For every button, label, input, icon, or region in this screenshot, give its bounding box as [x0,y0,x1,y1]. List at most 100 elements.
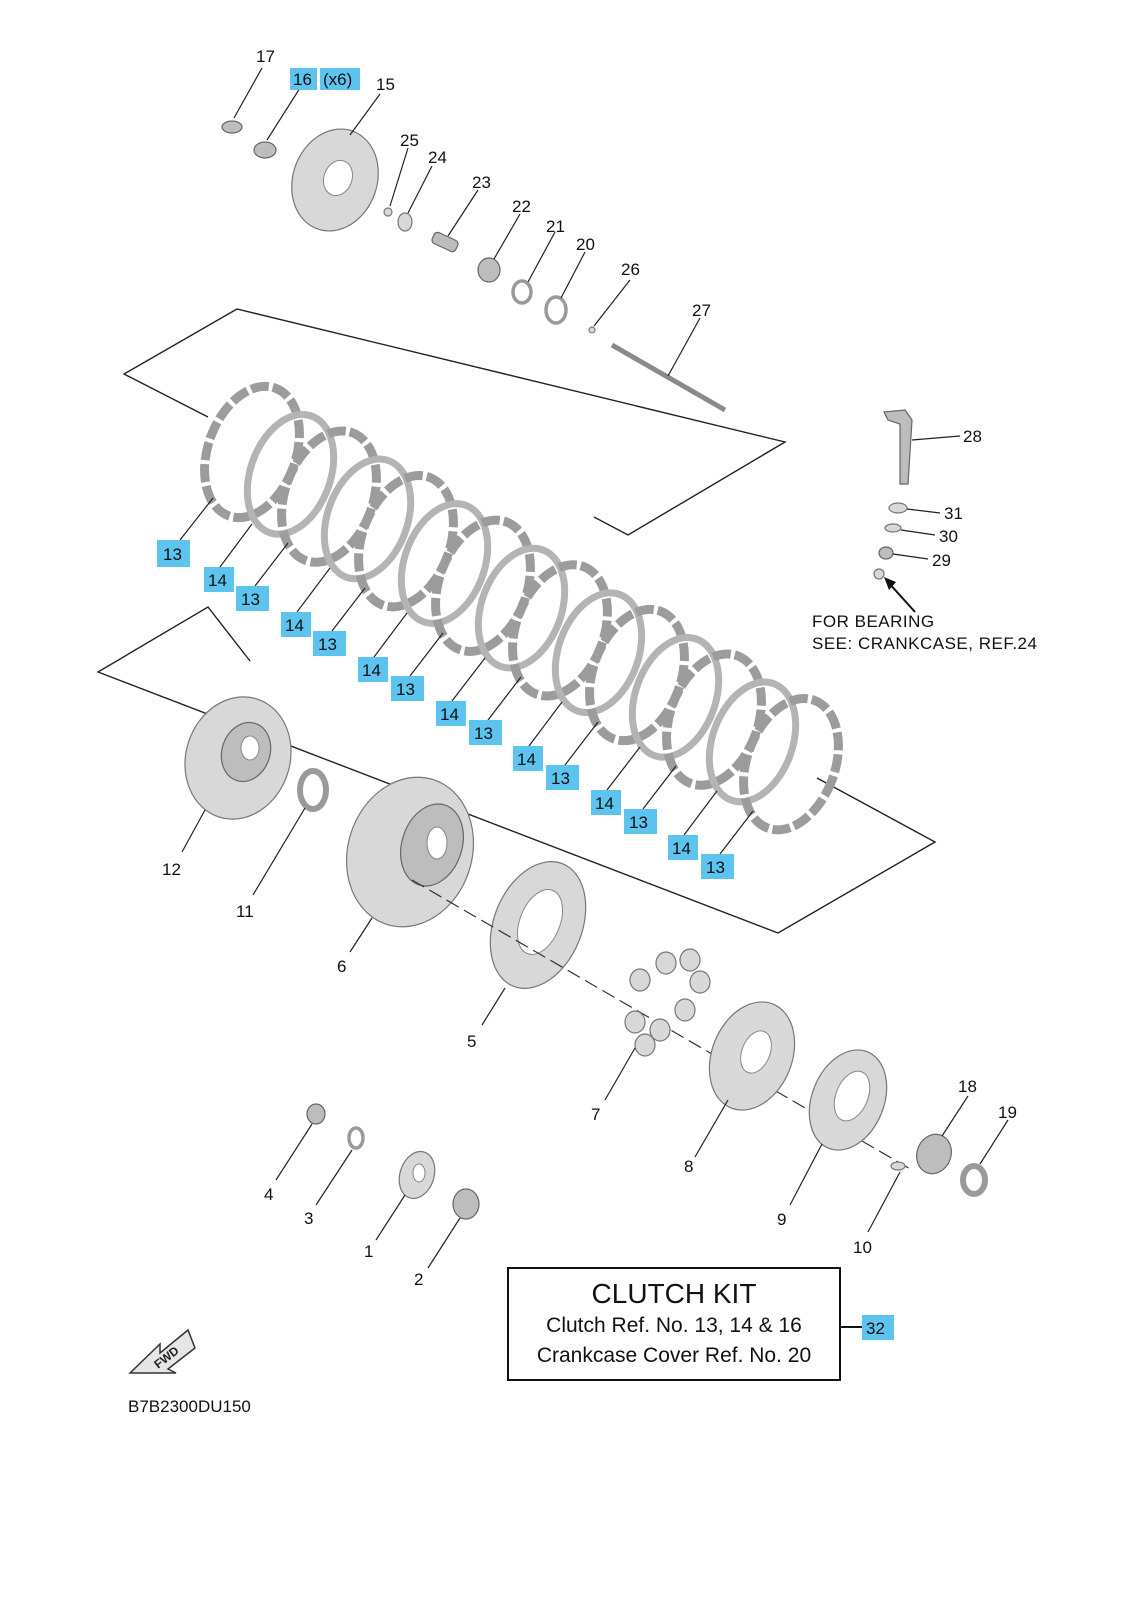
label-10: 10 [853,1238,872,1257]
label-30: 30 [939,527,958,546]
friction-plate [739,694,843,835]
part-12-clutch-boss: 12 [162,696,292,879]
svg-text:14: 14 [208,571,227,590]
clutch-plates-stack [200,381,843,835]
part-5-gear: 5 [467,861,587,1051]
svg-text:14: 14 [672,839,691,858]
bearing-note-line1: FOR BEARING [812,612,935,631]
label-22: 22 [512,197,531,216]
clutch-kit-title: CLUTCH KIT [592,1278,757,1309]
part-23-push-rod-piece: 23 [431,173,491,253]
bearing-note: FOR BEARING SEE: CRANKCASE, REF.24 [812,612,1037,653]
label-19: 19 [998,1103,1017,1122]
plate-label-14-f: 14 [591,746,641,815]
label-26: 26 [621,260,640,279]
svg-text:13: 13 [163,545,182,564]
plate-label-13-f: 13 [546,721,599,790]
label-24: 24 [428,148,447,167]
part-3-washer: 3 [304,1126,365,1228]
svg-text:14: 14 [285,616,304,635]
part-28-lever: 28 [883,409,982,485]
part-6-clutch-housing: 6 [337,776,475,976]
part-24-washer: 24 [397,148,447,232]
label-31: 31 [944,504,963,523]
plate-label-13-b: 13 [236,542,289,611]
label-18: 18 [958,1077,977,1096]
plate-label-13-d: 13 [391,632,444,701]
part-22-nut: 22 [477,197,531,283]
part-21-lock-washer: 21 [511,217,565,305]
svg-text:13: 13 [241,590,260,609]
label-15: 15 [376,75,395,94]
clutch-kit-box: CLUTCH KIT Clutch Ref. No. 13, 14 & 16 C… [507,1267,894,1381]
part-9-oil-pump-gear: 9 [777,1049,888,1229]
part-19-washer: 19 [960,1103,1017,1197]
clutch-kit-ref-highlight [862,1315,894,1340]
clutch-kit-line2: Crankcase Cover Ref. No. 20 [537,1344,811,1367]
plate-label-14-e: 14 [513,701,563,771]
label-23: 23 [472,173,491,192]
clutch-kit-ref: 32 [866,1319,885,1338]
part-8-damper-plate: 8 [684,1001,796,1176]
part-27-push-rod: 27 [610,301,727,413]
clutch-kit-line1: Clutch Ref. No. 13, 14 & 16 [546,1314,802,1337]
label-20: 20 [576,235,595,254]
clutch-plate [243,410,338,538]
part-17-bolt: 17 [221,47,275,134]
svg-text:13: 13 [318,635,337,654]
part-1-primary-gear: 1 [364,1150,436,1261]
label-8: 8 [684,1157,693,1176]
label-2: 2 [414,1270,423,1289]
label-27: 27 [692,301,711,320]
label-6: 6 [337,957,346,976]
svg-text:13: 13 [396,680,415,699]
label-7: 7 [591,1105,600,1124]
label-5: 5 [467,1032,476,1051]
part-4-nut: 4 [264,1103,326,1204]
part-30-washer: 30 [884,523,958,546]
label-9: 9 [777,1210,786,1229]
svg-text:14: 14 [517,750,536,769]
clutch-plate [628,633,723,761]
svg-text:13: 13 [706,858,725,877]
part-31-seal: 31 [888,502,963,523]
plate-label-13-a: 13 [157,497,214,567]
clutch-plate [397,500,492,627]
label-11: 11 [236,902,254,921]
svg-text:13: 13 [629,813,648,832]
svg-text:14: 14 [362,661,381,680]
bearing-note-line2: SEE: CRANKCASE, REF.24 [812,634,1037,653]
diagram-code: B7B2300DU150 [128,1397,251,1416]
part-11-thrust-washer: 11 [236,768,329,921]
clutch-plate [551,589,646,717]
fwd-arrow-icon: FWD [128,1328,196,1374]
label-16-qty-highlight [320,68,360,90]
label-21: 21 [546,217,565,236]
svg-text:13: 13 [474,724,493,743]
label-3: 3 [304,1209,313,1228]
label-1: 1 [364,1242,373,1261]
part-10-pin: 10 [853,1161,906,1257]
part-25-ball: 25 [383,131,419,217]
part-29-bearing: 29 [878,546,951,570]
part-18-collar: 18 [916,1077,977,1175]
part-16-spring: 16 (x6) [253,68,360,159]
svg-text:14: 14 [595,794,614,813]
plate-label-13-e: 13 [469,676,522,745]
plate-label-14-b: 14 [281,567,331,637]
svg-text:13: 13 [551,769,570,788]
label-4: 4 [264,1185,273,1204]
plate-label-13-c: 13 [313,587,366,656]
plate-label-13-g: 13 [624,765,677,834]
label-16: 16 [293,70,312,89]
label-29: 29 [932,551,951,570]
svg-text:14: 14 [440,705,459,724]
clutch-plate [320,455,415,583]
plate-label-13-h: 13 [701,810,754,879]
plate-labels: 13 14 13 14 13 14 13 14 13 14 13 14 13 1… [157,497,754,879]
plate-label-14-g: 14 [668,790,718,860]
part-7-dampers: 7 [591,948,711,1124]
clutch-plate [474,544,569,672]
label-25: 25 [400,131,419,150]
plate-label-14-d: 14 [436,657,486,726]
